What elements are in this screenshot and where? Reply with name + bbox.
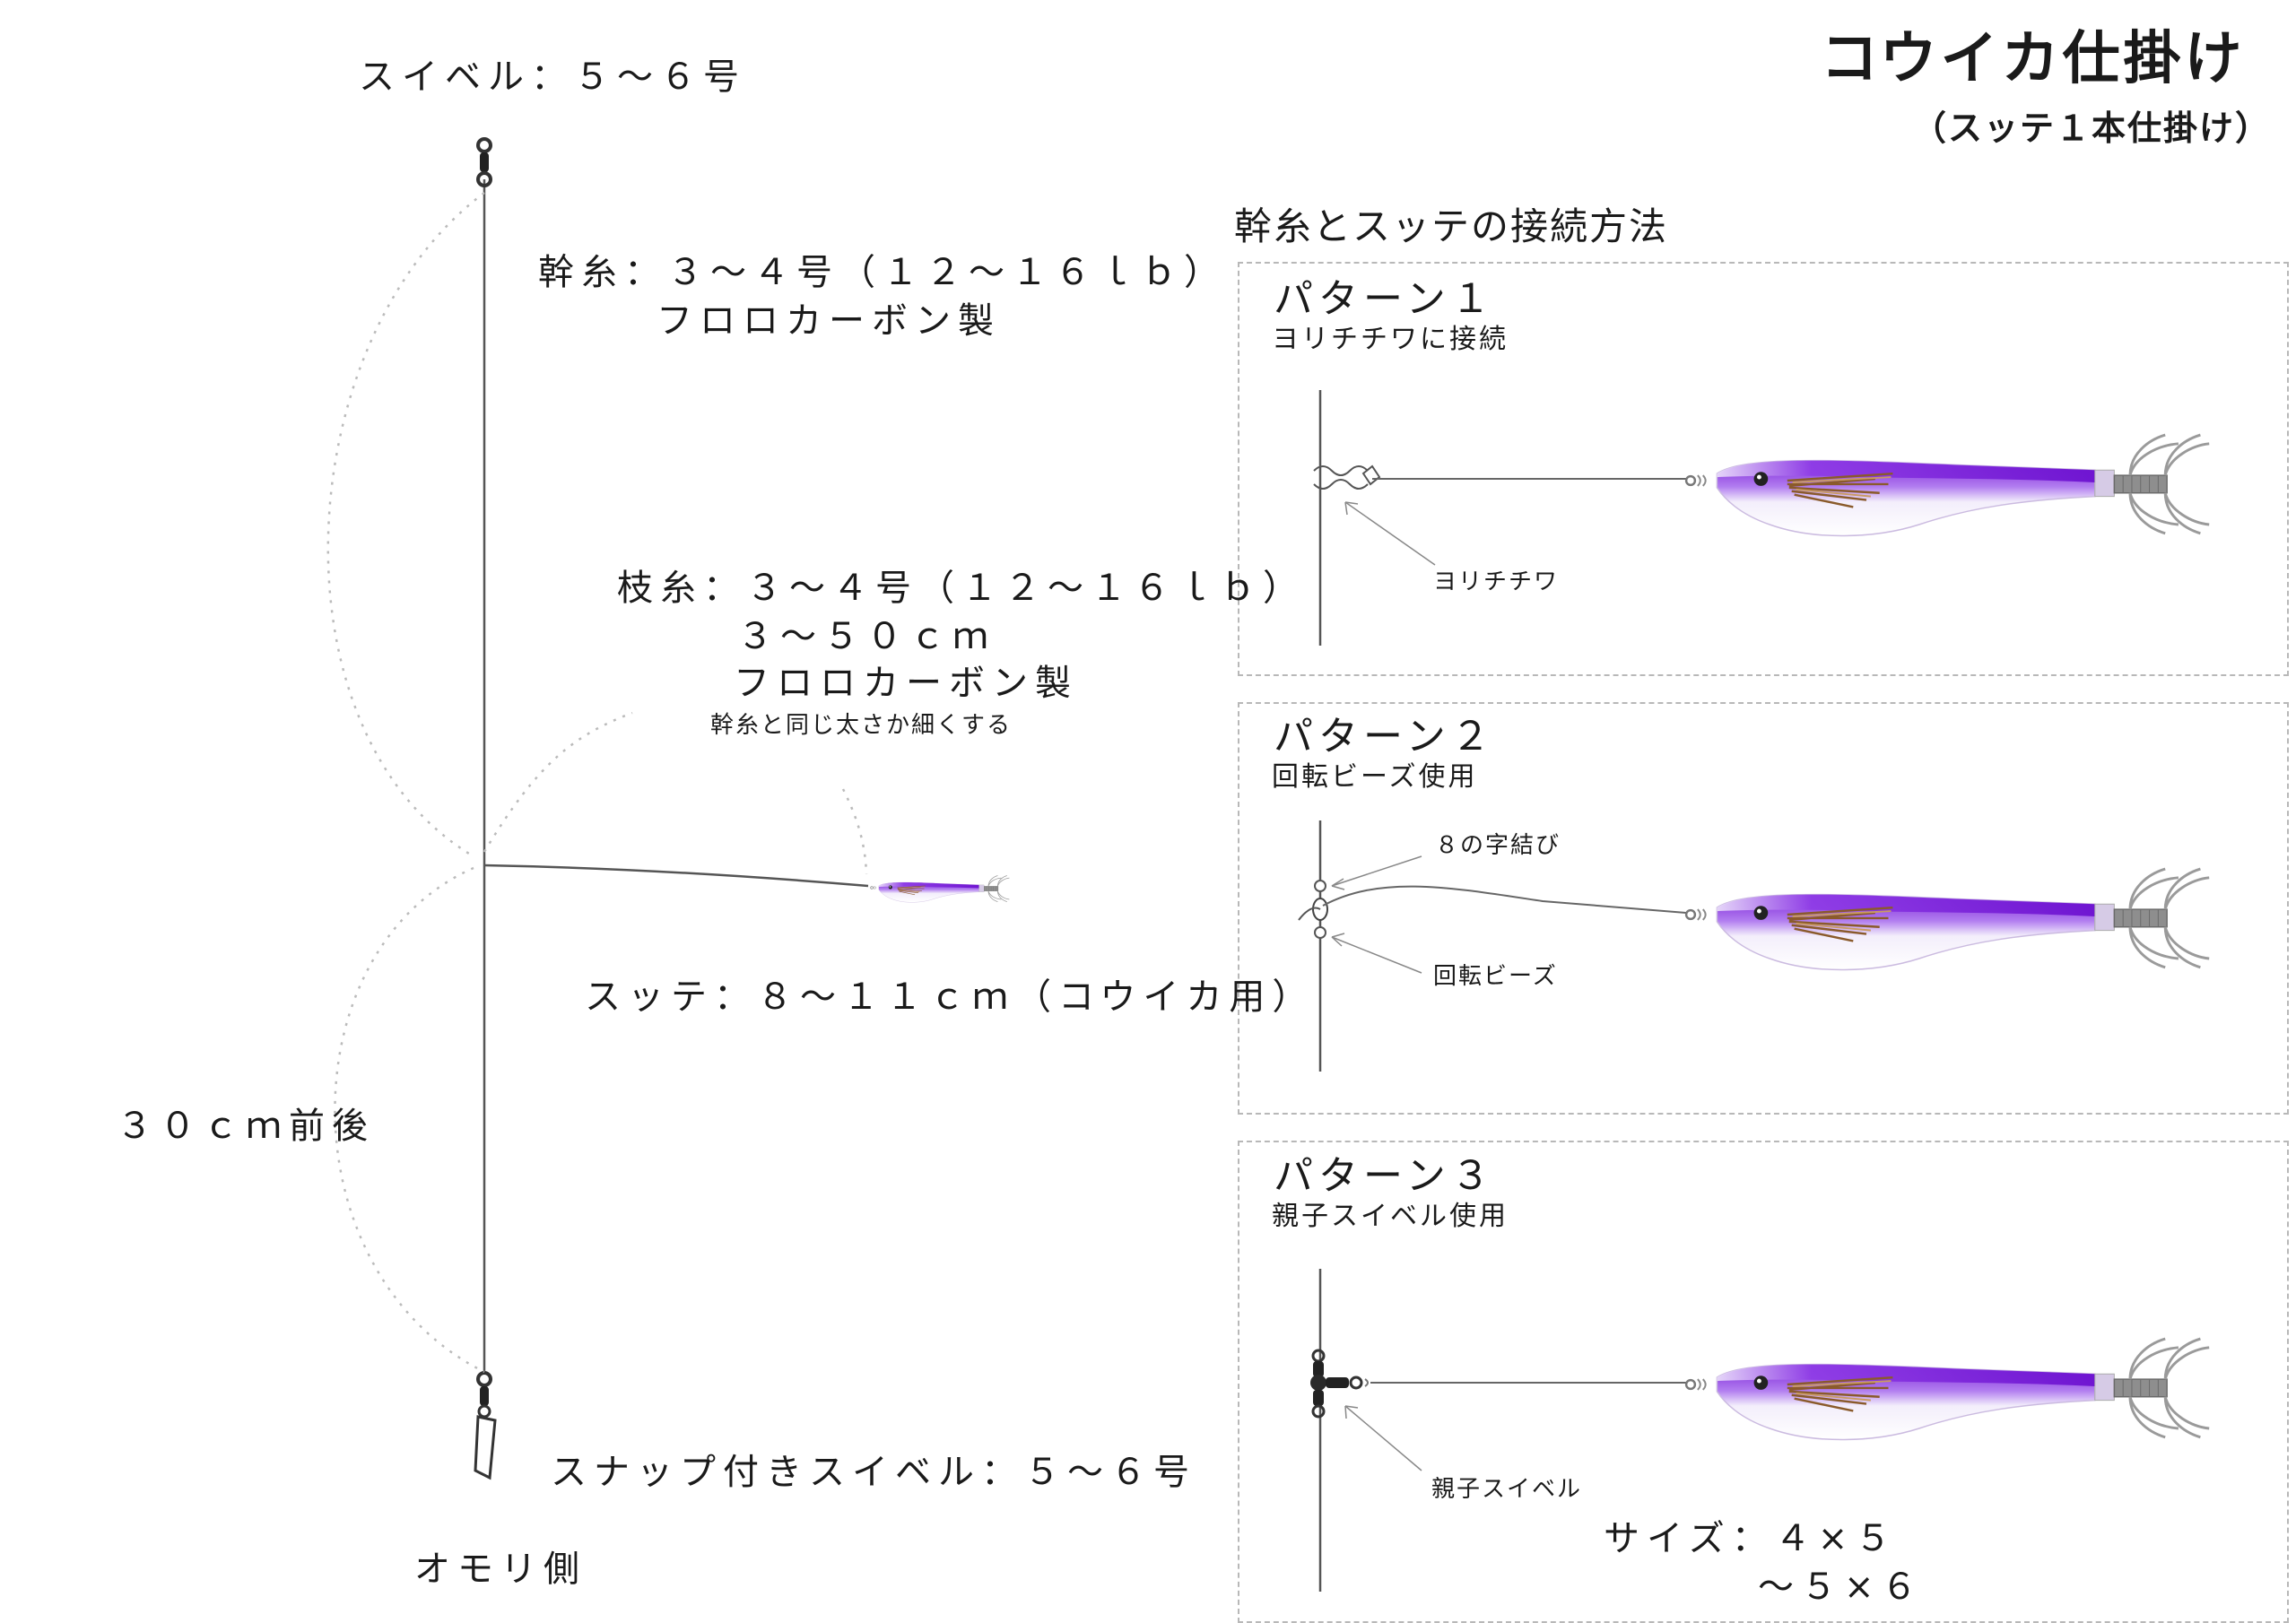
length-label: ３０ｃｍ前後 [117,1106,375,1147]
page-title: コウイカ仕掛け [1821,26,2246,92]
pattern-3-size-2: 〜５×６ [1758,1567,1925,1608]
pattern1-art [1313,390,2211,646]
pattern-3-panel [1238,1141,2289,1623]
snap-swivel-icon [474,1371,497,1480]
pattern2-art [1298,820,2211,1072]
pattern-1-title: パターン１ [1274,276,1496,322]
pattern-3-callout: 親子スイベル [1431,1476,1583,1503]
length-guide [326,192,868,1374]
pattern-2-panel [1238,702,2289,1115]
section-title: 幹糸とスッテの接続方法 [1234,204,1669,248]
swivel-icon [476,137,492,187]
mainline-material-label: フロロカーボン製 [657,300,1001,342]
pattern-3-size-1: サイズ：４×５ [1604,1518,1899,1559]
pattern-3-title: パターン３ [1274,1153,1496,1199]
branch-spec-label: 枝糸：３〜４号（１２〜１６ｌｂ） [617,568,1306,609]
pattern-3-desc: 親子スイベル使用 [1272,1201,1509,1232]
pattern-1-panel [1238,262,2289,676]
pattern-2-title: パターン２ [1274,714,1496,759]
swivel-bead-icon [1298,880,1328,939]
branch-line [483,864,869,888]
swivel-label: スイベル：５〜６号 [359,56,746,98]
branch-material-label: フロロカーボン製 [734,663,1078,704]
three-way-swivel-icon [1310,1349,1369,1419]
page-subtitle: （スッテ１本仕掛け） [1912,108,2272,148]
branch-note: 幹糸と同じ太さか細くする [710,712,1013,739]
sinker-side-label: オモリ側 [414,1549,587,1590]
twisted-loop-icon [1313,464,1381,490]
pattern-1-desc: ヨリチチワに接続 [1272,324,1509,355]
mainline-spec-label: 幹糸：３〜４号（１２〜１６ｌｂ） [538,252,1227,293]
pattern-2-callout-knot: ８の字結び [1435,832,1561,859]
pattern-2-callout-bead: 回転ビーズ [1433,963,1558,990]
branch-length-label: ３〜５０ｃｍ [737,616,996,657]
sutte-label: スッテ：８〜１１ｃｍ（コウイカ用） [585,976,1316,1018]
pattern-2-desc: 回転ビーズ使用 [1272,761,1478,793]
pattern-1-callout: ヨリチチワ [1433,568,1560,595]
squid-jig-icon [870,875,1010,903]
snap-swivel-label: スナップ付きスイベル：５〜６号 [551,1452,1196,1493]
pattern3-art [1310,1269,2211,1592]
